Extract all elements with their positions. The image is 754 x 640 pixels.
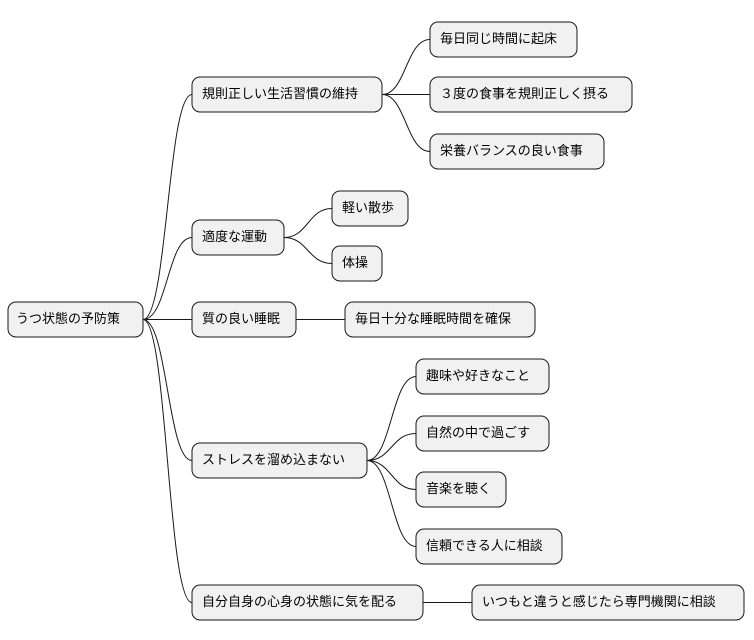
leaf-node: 栄養バランスの良い食事	[429, 133, 605, 170]
connector-line	[366, 376, 417, 461]
connector-line	[381, 94, 431, 152]
leaf-node: 軽い散歩	[331, 190, 409, 227]
connector-line	[366, 460, 417, 490]
branch-node-exercise: 適度な運動	[191, 219, 285, 256]
leaf-label: 自然の中で過ごす	[426, 425, 530, 441]
leaf-label: 体操	[342, 255, 368, 271]
root-node: うつ状態の予防策	[7, 301, 144, 338]
connector-line	[366, 460, 417, 547]
connector-lines	[142, 39, 472, 604]
connector-line	[142, 94, 193, 320]
leaf-label: 趣味や好きなこと	[426, 369, 530, 384]
leaf-label: 栄養バランスの良い食事	[440, 143, 583, 159]
connector-line	[142, 319, 193, 603]
branch-label: 自分自身の心身の状態に気を配る	[202, 594, 397, 610]
leaf-node: 音楽を聴く	[415, 471, 507, 508]
leaf-label: 軽い散歩	[342, 201, 394, 216]
leaf-node: ３度の食事を規則正しく摂る	[429, 76, 633, 113]
connector-line	[381, 39, 431, 95]
leaf-node: 毎日同じ時間に起床	[429, 21, 578, 58]
connector-line	[283, 208, 333, 238]
leaf-node: いつもと違うと感じたら専門機関に相談	[471, 584, 745, 621]
leaf-node: 趣味や好きなこと	[415, 358, 550, 395]
connector-line	[283, 237, 333, 264]
branch-label: ストレスを溜め込まない	[202, 453, 345, 468]
leaf-label: 音楽を聴く	[426, 481, 491, 497]
leaf-label: 毎日同じ時間に起床	[440, 31, 557, 47]
branch-label: 規則正しい生活習慣の維持	[202, 86, 358, 102]
branch-node-sleep: 質の良い睡眠	[191, 301, 297, 338]
root-node-label: うつ状態の予防策	[16, 311, 120, 327]
connector-line	[142, 237, 193, 320]
leaf-node: 毎日十分な睡眠時間を確保	[344, 301, 536, 338]
leaf-label: ３度の食事を規則正しく摂る	[440, 86, 609, 102]
leaf-label: 毎日十分な睡眠時間を確保	[355, 311, 511, 327]
leaf-node: 体操	[331, 245, 383, 282]
branch-node-stress: ストレスを溜め込まない	[191, 442, 368, 479]
leaf-node: 信頼できる人に相談	[415, 528, 563, 565]
connector-line	[142, 319, 193, 461]
leaf-label: いつもと違うと感じたら専門機関に相談	[482, 594, 716, 610]
connector-line	[366, 433, 417, 461]
branch-label: 質の良い睡眠	[202, 311, 280, 327]
branch-node-self-care: 自分自身の心身の状態に気を配る	[191, 584, 424, 621]
branch-label: 適度な運動	[202, 229, 267, 245]
leaf-label: 信頼できる人に相談	[426, 538, 543, 554]
leaf-node: 自然の中で過ごす	[415, 415, 550, 452]
branch-node-lifestyle: 規則正しい生活習慣の維持	[191, 76, 383, 113]
